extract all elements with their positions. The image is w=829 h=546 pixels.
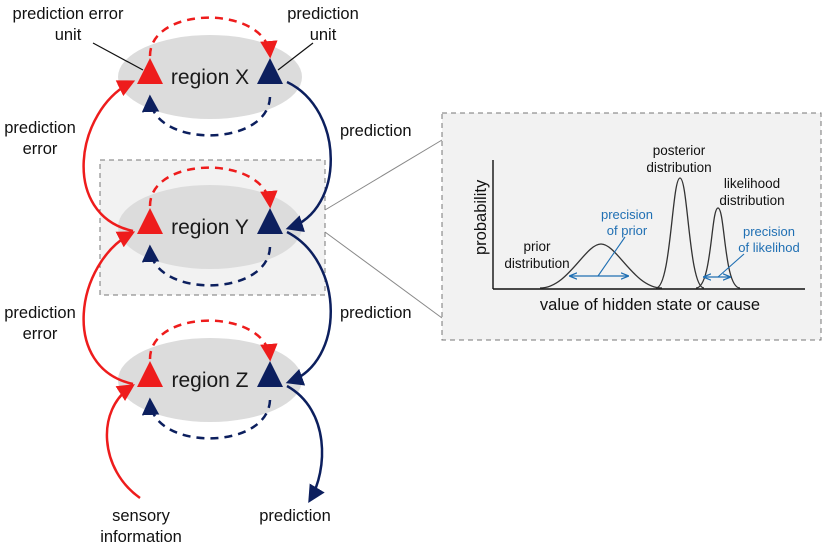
prior-distribution-curve [539, 243, 663, 289]
likelihood-label-line2: distribution [719, 193, 784, 208]
region-x-label: region X [171, 66, 249, 89]
region-y-ellipse [118, 185, 302, 269]
prior-label-line1: prior [523, 239, 551, 254]
posterior-label-line2: distribution [646, 160, 711, 175]
prediction-y-to-z-arrow [285, 230, 332, 386]
left-error-label-2-line1: prediction [4, 304, 76, 322]
precision-likelihood-label-line1: precision [743, 224, 795, 239]
prediction-x-to-y-arrow [285, 80, 332, 233]
error-unit-pointer [92, 42, 144, 71]
posterior-label-line1: posterior [653, 143, 706, 158]
prediction-unit-y-triangle [257, 208, 283, 234]
error-unit-label-line2: unit [55, 26, 82, 44]
inset-connector-bottom [324, 231, 443, 319]
error-unit-x-triangle [137, 58, 163, 84]
sensory-input-arrow [105, 384, 141, 500]
region-y-prediction-to-error-arrow [141, 244, 272, 287]
error-unit-z-triangle [137, 361, 163, 387]
bottom-prediction-label: prediction [259, 507, 331, 525]
region-z-label: region Z [171, 369, 248, 392]
right-prediction-label-2: prediction [340, 304, 412, 322]
right-prediction-label-1: prediction [340, 122, 412, 140]
region-y-label: region Y [171, 216, 249, 239]
prediction-unit-label-line2: unit [310, 26, 337, 44]
error-unit-label-line1: prediction error [13, 5, 124, 23]
region-x-ellipse [118, 35, 302, 119]
left-error-label-1-line2: error [23, 140, 58, 158]
precision-prior-label-line1: precision [601, 207, 653, 222]
inset-panel: probability value of hidden state or cau… [441, 112, 822, 341]
prediction-z-out-arrow [286, 384, 325, 504]
inset-border [441, 112, 822, 341]
region-z-prediction-to-error-arrow [141, 397, 272, 440]
prediction-error-y-to-x-arrow [82, 80, 136, 233]
left-error-label-1-line1: prediction [4, 119, 76, 137]
prediction-error-z-to-y-arrow [82, 231, 136, 386]
precision-likelihood-label-line2: of likelihod [738, 240, 799, 255]
region-x-prediction-to-error-arrow [141, 94, 272, 137]
likelihood-distribution-curve [695, 207, 741, 289]
prediction-unit-z-triangle [257, 361, 283, 387]
likelihood-label-line1: likelihood [724, 176, 780, 191]
region-y-error-to-prediction-arrow [148, 166, 278, 209]
region-x-error-to-prediction-arrow [148, 16, 278, 59]
error-unit-y-triangle [137, 208, 163, 234]
prediction-unit-x-triangle [257, 58, 283, 84]
inset-connector-top [324, 139, 443, 211]
region-z-ellipse [118, 338, 302, 422]
prediction-unit-pointer [277, 42, 314, 71]
region-z-error-to-prediction-arrow [148, 319, 278, 362]
inset-x-axis-label: value of hidden state or cause [540, 296, 760, 314]
sensory-label-line1: sensory [112, 507, 171, 525]
inset-y-axis-label: probability [472, 179, 490, 255]
prior-label-line2: distribution [504, 256, 569, 271]
posterior-distribution-curve [655, 177, 705, 289]
precision-prior-pointer [597, 236, 626, 277]
left-error-label-2-line2: error [23, 325, 58, 343]
precision-prior-label-line2: of prior [607, 223, 648, 238]
sensory-label-line2: information [100, 528, 182, 546]
precision-likelihood-pointer [717, 253, 745, 278]
prediction-unit-label-line1: prediction [287, 5, 359, 23]
